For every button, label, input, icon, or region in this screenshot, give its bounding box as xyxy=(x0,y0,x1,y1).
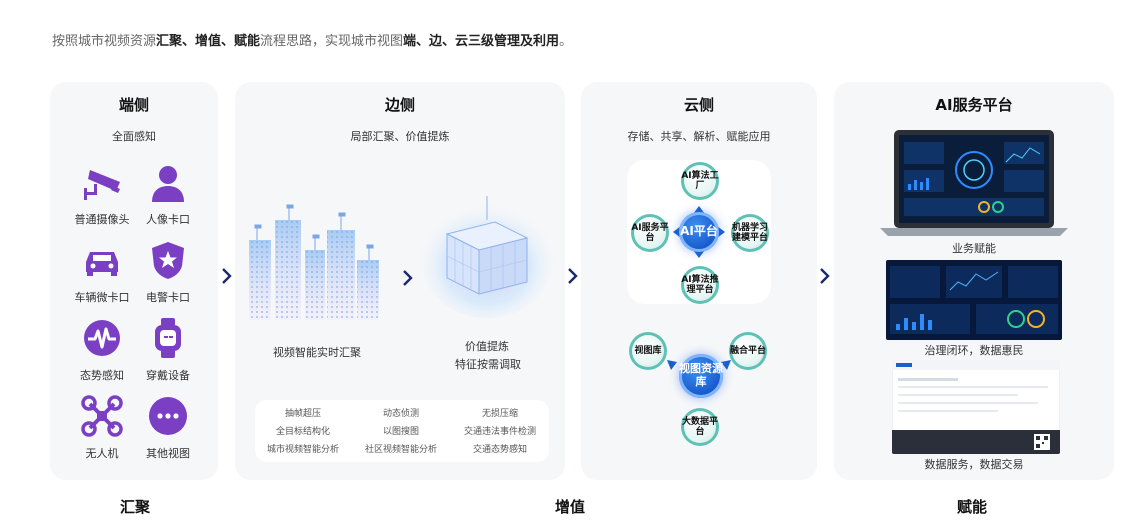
edge-tags-box: 抽帧超压 动态侦测 无损压缩 全目标结构化 以图搜图 交通违法事件检测 城市视频… xyxy=(255,400,549,462)
node-ai-algorithm-factory: AI算法工厂 xyxy=(681,162,719,200)
edge-caption-right-2: 特征按需调取 xyxy=(455,358,521,371)
device-item: 车辆微卡口 xyxy=(62,238,142,305)
edge-subtitle: 局部汇聚、价值提炼 xyxy=(350,130,450,143)
city-buildings-illustration xyxy=(249,204,379,320)
cloud-title: 云侧 xyxy=(683,96,714,114)
device-label: 穿戴设备 xyxy=(146,369,190,382)
node-ai-inference-platform: AI算法推理平台 xyxy=(681,266,719,304)
edge-tag: 以图搜图 xyxy=(382,427,420,437)
ai-caption-1: 业务赋能 xyxy=(952,242,996,255)
footer-label-converge: 汇聚 xyxy=(120,498,151,516)
edge-tag: 全目标结构化 xyxy=(275,427,331,437)
camera-icon xyxy=(84,170,120,200)
device-item: 穿戴设备 xyxy=(128,316,208,383)
device-label: 车辆微卡口 xyxy=(74,291,130,304)
edge-tag: 交通违法事件检测 xyxy=(463,427,537,437)
terminal-subtitle: 全面感知 xyxy=(112,130,156,143)
chevron-right-icon xyxy=(820,268,830,284)
terminal-panel: 端侧 全面感知 普通摄像头 人像卡口 车辆微卡口 xyxy=(50,82,218,480)
device-label: 人像卡口 xyxy=(146,213,190,226)
device-label: 普通摄像头 xyxy=(74,213,130,226)
device-item: 人像卡口 xyxy=(128,160,208,227)
laptop-dashboard-image xyxy=(880,130,1068,236)
ai-caption-2: 治理闭环，数据惠民 xyxy=(924,344,1024,357)
chevron-right-icon xyxy=(568,268,578,284)
intro-part: 流程思路，实现城市视图 xyxy=(260,34,404,49)
device-label: 电警卡口 xyxy=(146,291,190,304)
edge-tag: 社区视频智能分析 xyxy=(364,445,438,455)
device-item: 其他视图 xyxy=(128,394,208,461)
chevron-right-icon xyxy=(222,268,232,284)
device-label: 无人机 xyxy=(85,447,119,460)
edge-caption-left: 视频智能实时汇聚 xyxy=(273,346,361,359)
device-item: 电警卡口 xyxy=(128,238,208,305)
intro-part: 按照城市视频资源 xyxy=(52,34,157,49)
device-item: 无人机 xyxy=(62,394,142,461)
cloud-panel: 云侧 存储、共享、解析、赋能应用 AI平台 AI算法工厂 AI服务平台 机器学习… xyxy=(581,82,817,480)
edge-tag: 动态侦测 xyxy=(382,409,420,419)
ai-service-panel: AI服务平台 业务赋能 治理闭环，数据惠民 xyxy=(834,82,1114,480)
edge-tag: 无损压缩 xyxy=(481,409,519,419)
node-fusion-platform: 融合平台 xyxy=(729,332,767,370)
data-cube-illustration xyxy=(421,196,553,318)
edge-tag: 抽帧超压 xyxy=(284,409,322,419)
footer-label-value-add: 增值 xyxy=(555,498,586,516)
intro-bold: 汇聚、增值、赋能 xyxy=(156,34,261,49)
intro-text: 按照城市视频资源汇聚、增值、赋能流程思路，实现城市视图端、边、云三级管理及利用。 xyxy=(52,30,572,49)
car-icon xyxy=(86,252,118,276)
edge-tag: 交通态势感知 xyxy=(472,445,528,455)
watch-icon xyxy=(155,318,181,358)
ai-title: AI服务平台 xyxy=(935,96,1013,114)
data-service-web-image xyxy=(892,360,1060,454)
device-label: 其他视图 xyxy=(146,447,190,460)
edge-caption-right-1: 价值提炼 xyxy=(465,340,509,353)
device-item: 态势感知 xyxy=(62,316,142,383)
ai-caption-3: 数据服务，数据交易 xyxy=(924,458,1024,471)
edge-tag: 城市视频智能分析 xyxy=(266,445,340,455)
pulse-icon xyxy=(84,320,120,356)
edge-title: 边侧 xyxy=(384,96,415,114)
terminal-title: 端侧 xyxy=(118,96,149,114)
node-view-resource-library: 视图资源库 xyxy=(679,354,723,398)
chevron-right-icon xyxy=(403,270,413,286)
drone-icon xyxy=(81,395,123,437)
footer-label-empower: 赋能 xyxy=(957,498,988,516)
node-ai-service-platform: AI服务平台 xyxy=(631,214,669,252)
intro-part: 。 xyxy=(559,34,573,49)
device-label: 态势感知 xyxy=(80,369,124,382)
cloud-subtitle: 存储、共享、解析、赋能应用 xyxy=(627,130,771,143)
governance-dashboard-image xyxy=(886,260,1062,340)
shield-star-icon xyxy=(152,242,184,279)
node-big-data-platform: 大数据平台 xyxy=(681,408,719,446)
person-icon xyxy=(152,166,184,202)
node-ml-modeling-platform: 机器学习建模平台 xyxy=(731,214,769,252)
node-view-library: 视图库 xyxy=(629,332,667,370)
device-item: 普通摄像头 xyxy=(62,160,142,227)
more-icon xyxy=(149,397,187,435)
edge-panel: 边侧 局部汇聚、价值提炼 xyxy=(235,82,565,480)
intro-bold: 端、边、云三级管理及利用 xyxy=(403,34,560,49)
node-ai-platform: AI平台 xyxy=(679,212,719,252)
